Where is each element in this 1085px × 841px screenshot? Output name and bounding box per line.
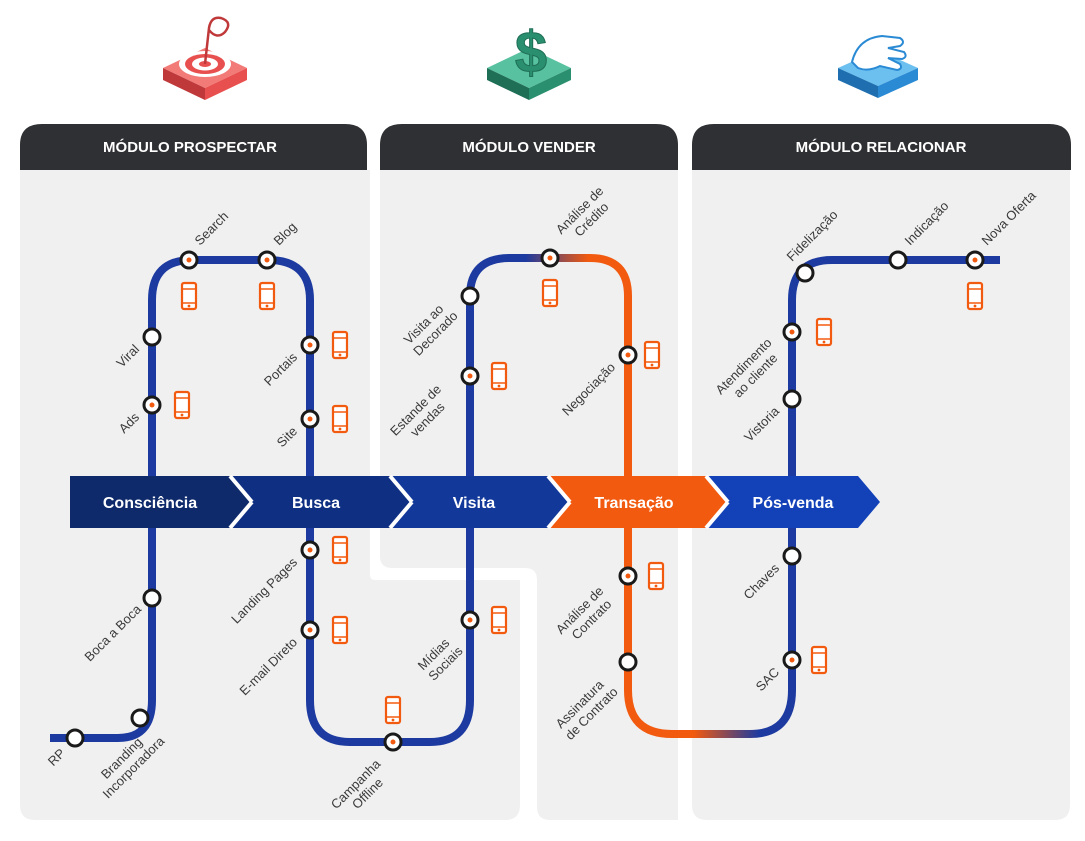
station-fidelizacao	[795, 263, 815, 283]
stage-label-transacao: Transação	[594, 495, 673, 512]
stage-label-pos-venda: Pós-venda	[753, 495, 834, 512]
header-vender	[380, 124, 678, 170]
phone-icon	[331, 615, 349, 645]
station-vistoria	[782, 389, 802, 409]
module-title-prospectar: MÓDULO PROSPECTAR	[103, 138, 277, 156]
phone-icon	[810, 645, 828, 675]
line-prospectar	[50, 256, 474, 746]
station-viral	[142, 327, 162, 347]
line-vender-top	[466, 254, 632, 690]
stage-arrows: Consciência Busca Visita Transação Pós-v…	[70, 474, 880, 530]
header-relacionar	[692, 124, 1071, 170]
phone-icon	[331, 535, 349, 565]
phone-icon	[815, 317, 833, 347]
phone-icon	[643, 340, 661, 370]
stage-label-consciencia: Consciência	[103, 495, 197, 512]
phone-icon	[490, 605, 508, 635]
phone-icon	[331, 330, 349, 360]
phone-icon	[490, 361, 508, 391]
station-boca	[142, 588, 162, 608]
phone-icon	[173, 390, 191, 420]
stage-pos-venda	[706, 476, 880, 528]
line-vender-bottom	[624, 300, 796, 738]
phone-icon	[384, 695, 402, 725]
dollar-icon: $	[487, 20, 571, 100]
station-visita-decorado	[460, 286, 480, 306]
header-prospectar	[20, 124, 367, 170]
phone-icon	[966, 281, 984, 311]
module-headers: MÓDULO PROSPECTAR MÓDULO VENDER MÓDULO R…	[20, 124, 1071, 170]
phone-icon	[541, 278, 559, 308]
svg-text:$: $	[515, 20, 547, 85]
station-indicacao	[888, 250, 908, 270]
stage-visita	[390, 476, 570, 528]
stage-consciencia	[70, 476, 252, 528]
station-chaves	[782, 546, 802, 566]
handshake-icon	[838, 34, 918, 98]
station-rp	[65, 728, 85, 748]
stage-label-visita: Visita	[453, 495, 496, 512]
phone-icon	[258, 281, 276, 311]
phone-icon	[647, 561, 665, 591]
phone-icon	[331, 404, 349, 434]
mobile-station-dots	[149, 255, 978, 745]
target-icon	[163, 16, 247, 100]
station-branding	[130, 708, 150, 728]
phone-icon	[180, 281, 198, 311]
stage-label-busca: Busca	[292, 495, 340, 512]
stage-transacao	[548, 476, 728, 528]
stage-busca	[230, 476, 412, 528]
module-title-relacionar: MÓDULO RELACIONAR	[796, 138, 967, 156]
module-title-vender: MÓDULO VENDER	[462, 138, 596, 156]
station-assinatura	[618, 652, 638, 672]
